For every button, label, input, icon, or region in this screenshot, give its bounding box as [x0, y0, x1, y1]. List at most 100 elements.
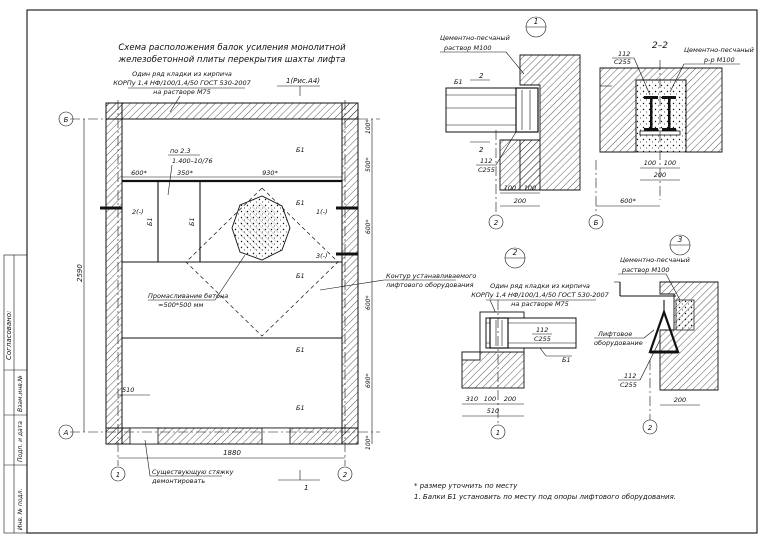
- detail-1: 1 Цементно-песчаный раствор М100 Б1 2 2 …: [440, 16, 581, 230]
- axis-a-label: А: [63, 429, 69, 437]
- beam-label-3: Б1: [296, 272, 305, 280]
- dim-right-600c: 600*: [365, 296, 372, 310]
- wall-right: [341, 102, 359, 445]
- beam-label-v2: Б1: [188, 217, 196, 226]
- plan-title-1: Схема расположения балок усиления моноли…: [118, 43, 346, 53]
- axis-b-label: Б: [64, 116, 69, 124]
- notes: * размер уточнить по месту 1. Балки Б1 у…: [414, 482, 676, 501]
- detail1-steel-2: С255: [478, 166, 495, 174]
- detail1-mortar-1: Цементно-песчаный: [440, 34, 510, 42]
- detail3-steel-1: 112: [624, 372, 636, 380]
- detail1-beam: Б1: [454, 78, 463, 86]
- cut-3: 3(-): [316, 252, 328, 260]
- dim-right-500: 500*: [365, 158, 372, 172]
- detail3-d200: 200: [674, 396, 686, 404]
- detail2-num: 2: [513, 248, 518, 257]
- screed-label-2: демонтировать: [151, 477, 205, 485]
- section22-d200: 200: [654, 171, 666, 179]
- detail3-axis: 2: [648, 424, 653, 432]
- detail2-d310: 310: [466, 395, 478, 403]
- section22-d600: 600*: [620, 197, 636, 205]
- plan-view: Схема расположения балок усиления моноли…: [58, 43, 476, 492]
- detail3-num: 3: [678, 235, 683, 244]
- ibeam-left: [644, 96, 658, 131]
- section-2-2: 2–2 112 С255 Цементно-песчаный р-р М100 …: [588, 41, 754, 230]
- cut-1: 1(-): [316, 208, 328, 216]
- axis-1-label: 1: [116, 471, 120, 479]
- section22-steel-1: 112: [618, 50, 630, 58]
- detail-2: 2 Один ряд кладки из кирпича КОРПу 1,4 Н…: [461, 247, 610, 440]
- screed-label-1: Существующую стяжку: [152, 468, 234, 476]
- beam-label-4: Б1: [296, 346, 305, 354]
- dim-350: 350*: [177, 169, 193, 177]
- detail2-masonry-2: КОРПу 1,4 НФ/100/1,4/50 ГОСТ 530-2007: [471, 291, 609, 299]
- equipment-contour: [185, 187, 339, 337]
- beam-label-5: Б1: [296, 404, 305, 412]
- detail2-beam: Б1: [562, 356, 571, 364]
- left-stamp: Согласовано: Взам.инв.№ Подп. и дата Инв…: [3, 254, 28, 534]
- detail1-d100a: 100: [504, 184, 516, 192]
- detail1-num: 1: [534, 17, 539, 26]
- beam-label-2: Б1: [296, 199, 305, 207]
- dim-right-600b: 600*: [365, 220, 372, 234]
- detail1-cut-top: 2: [479, 72, 484, 80]
- detail1-cut-bot: 2: [479, 146, 484, 154]
- label-pipe: 1.400–10/76: [172, 157, 213, 165]
- dim-right-100b: 100*: [365, 436, 372, 450]
- detail3-mortar-1: Цементно-песчаный: [620, 256, 690, 264]
- dim-right-100a: 100*: [365, 120, 372, 134]
- axis-2-label: 2: [343, 471, 348, 479]
- section22-title: 2–2: [652, 41, 668, 51]
- contour-label-2: лифтового оборудования: [385, 281, 474, 289]
- detail1-mortar-2: раствор М100: [443, 44, 491, 52]
- dim-2590: 2590: [76, 264, 84, 282]
- detail2-axis: 1: [496, 429, 500, 437]
- plan-masonry-1: Один ряд кладки из кирпича: [132, 70, 232, 78]
- note-1: 1. Балки Б1 установить по месту под опор…: [414, 493, 676, 501]
- detail1-d200: 200: [514, 197, 526, 205]
- wall-left: [105, 102, 123, 445]
- contour-label-1: Контур устанавливаемого: [386, 272, 476, 280]
- dim-right-690: 690*: [365, 374, 372, 388]
- plan-masonry-2: КОРПу 1,4 НФ/100/1,4/50 ГОСТ 530-2007: [113, 79, 251, 87]
- hole-label-2: ≈500*500 мм: [158, 301, 203, 309]
- section22-d100a: 100: [644, 159, 656, 167]
- detail2-masonry-3: на растворе М75: [511, 300, 569, 308]
- detail3-steel-2: С255: [620, 381, 637, 389]
- detail3-lift-2: оборудование: [594, 339, 643, 347]
- section22-axis: Б: [594, 219, 599, 227]
- stamp-sign-date: Подп. и дата: [17, 421, 24, 462]
- detail3-lift-1: Лифтовое: [597, 330, 632, 338]
- section22-mortar-2: р-р М100: [703, 56, 735, 64]
- cut-mark-1: 1: [304, 484, 308, 492]
- note-0: * размер уточнить по месту: [414, 482, 518, 490]
- detail2-d200: 200: [504, 395, 516, 403]
- section22-mortar-1: Цементно-песчаный: [684, 46, 754, 54]
- detail2-steel-1: 112: [536, 326, 548, 334]
- section22-d100b: 100: [664, 159, 676, 167]
- dim-1880: 1880: [223, 449, 241, 457]
- cut-2: 2(-): [132, 208, 144, 216]
- detail2-masonry-1: Один ряд кладки из кирпича: [490, 282, 590, 290]
- beam-label-1: Б1: [296, 146, 305, 154]
- detail3-mortar-2: раствор М100: [621, 266, 669, 274]
- dim-930: 930*: [262, 169, 278, 177]
- dim-510: 510: [122, 386, 134, 394]
- dim-600: 600*: [131, 169, 147, 177]
- detail1-steel-1: 112: [480, 157, 492, 165]
- ibeam-right: [662, 96, 676, 131]
- section22-steel-2: С255: [614, 58, 631, 66]
- detail-3: 3 Цементно-песчаный раствор М100 Лифтово…: [594, 234, 719, 435]
- stamp-agreed: Согласовано:: [5, 311, 13, 360]
- label-by-23: по 2.3: [170, 147, 191, 155]
- detail1-d100b: 100: [524, 184, 536, 192]
- plan-ref-detail: 1(Рис.А4): [286, 77, 320, 85]
- wall-top: [105, 102, 359, 120]
- plan-masonry-3: на растворе М75: [153, 88, 211, 96]
- beam-label-v1: Б1: [146, 217, 154, 226]
- hole-label-1: Промасливание бетона: [148, 292, 228, 300]
- detail2-d100: 100: [484, 395, 496, 403]
- stamp-inv-orig: Инв. № подл.: [17, 489, 24, 530]
